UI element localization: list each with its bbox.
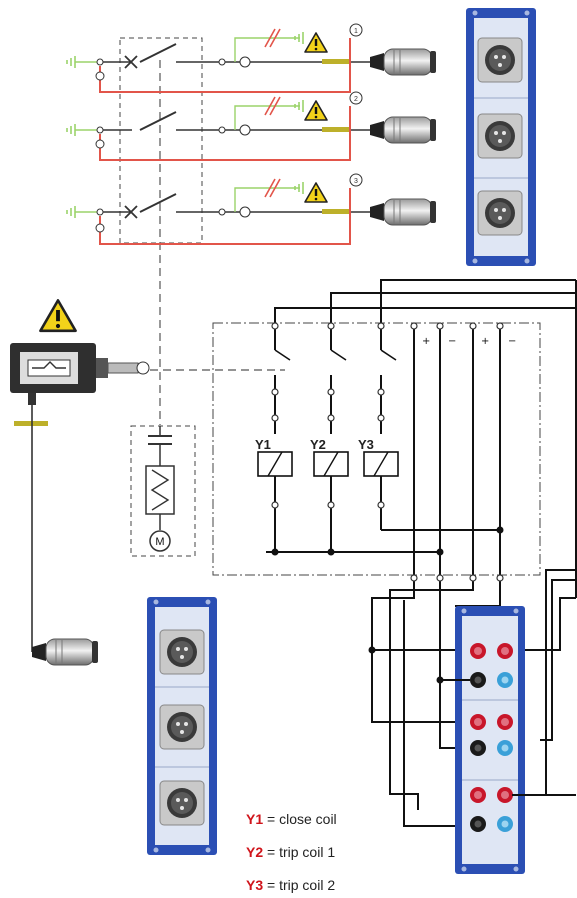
polarity-sign: − — [508, 336, 516, 347]
legend-code: Y3 — [246, 877, 264, 893]
coil-label-y2: Y2 — [310, 437, 326, 452]
caution-icon — [39, 299, 77, 333]
terminal-panel — [455, 606, 525, 874]
terminal-blue-icon — [497, 672, 513, 688]
xlr-socket-icon — [159, 629, 205, 675]
legend-text: = trip coil 2 — [263, 877, 336, 893]
legend-item-y2: Y2 = trip coil 1 — [246, 844, 335, 860]
xlr-socket-icon — [159, 780, 205, 826]
breaker-contact-label: 2 — [354, 96, 358, 103]
terminal-blue-icon — [497, 816, 513, 832]
xlr-plug-icon — [369, 198, 437, 226]
legend-text: = trip coil 1 — [263, 844, 336, 860]
xlr-socket-icon — [477, 37, 523, 83]
breaker-contact-label: 1 — [354, 28, 358, 35]
socket-panel-top — [466, 8, 536, 266]
coil-y3 — [363, 451, 399, 477]
junction-dots — [271, 526, 504, 684]
breaker-row-1: 1 — [66, 23, 437, 93]
polarity-sign: − — [448, 336, 456, 347]
terminal-red-icon — [497, 787, 513, 803]
breaker-contact-label: 3 — [354, 178, 358, 185]
contact-nodes — [271, 322, 504, 582]
terminal-red-icon — [497, 714, 513, 730]
terminal-red-icon — [470, 787, 486, 803]
polarity-sign: + — [422, 336, 430, 347]
coil-label-y1: Y1 — [255, 437, 271, 452]
terminal-red-icon — [470, 714, 486, 730]
coil-y2 — [313, 451, 349, 477]
actuator-assembly — [10, 299, 150, 652]
terminal-red-icon — [497, 643, 513, 659]
legend-text: = close coil — [263, 811, 337, 827]
breaker-row-2: 2 — [66, 91, 437, 161]
legend-code: Y1 — [246, 811, 264, 827]
control-wiring — [266, 279, 577, 827]
legend-code: Y2 — [246, 844, 264, 860]
xlr-plug-icon — [31, 638, 99, 666]
caution-icon — [304, 100, 328, 121]
motor-spring-box: M — [130, 425, 196, 557]
legend-item-y1: Y1 = close coil — [246, 811, 337, 827]
polarity-sign: + — [481, 336, 489, 347]
terminal-black-icon — [470, 816, 486, 832]
xlr-socket-icon — [159, 704, 205, 750]
legend-item-y3: Y3 = trip coil 2 — [246, 877, 335, 893]
terminal-black-icon — [470, 672, 486, 688]
xlr-plug-icon — [369, 48, 437, 76]
motor-icon — [149, 530, 171, 552]
caution-icon — [304, 32, 328, 53]
coil-y1 — [257, 451, 293, 477]
xlr-plug-icon — [369, 116, 437, 144]
terminal-black-icon — [470, 740, 486, 756]
terminal-red-icon — [470, 643, 486, 659]
xlr-socket-icon — [477, 113, 523, 159]
terminal-blue-icon — [497, 740, 513, 756]
coil-label-y3: Y3 — [358, 437, 374, 452]
xlr-socket-icon — [477, 190, 523, 236]
breaker-row-3: 3 — [66, 173, 437, 245]
control-circuit-box — [212, 322, 541, 576]
motor-label: M — [155, 536, 164, 548]
caution-icon — [304, 182, 328, 203]
socket-panel-bottom-left — [147, 597, 217, 855]
